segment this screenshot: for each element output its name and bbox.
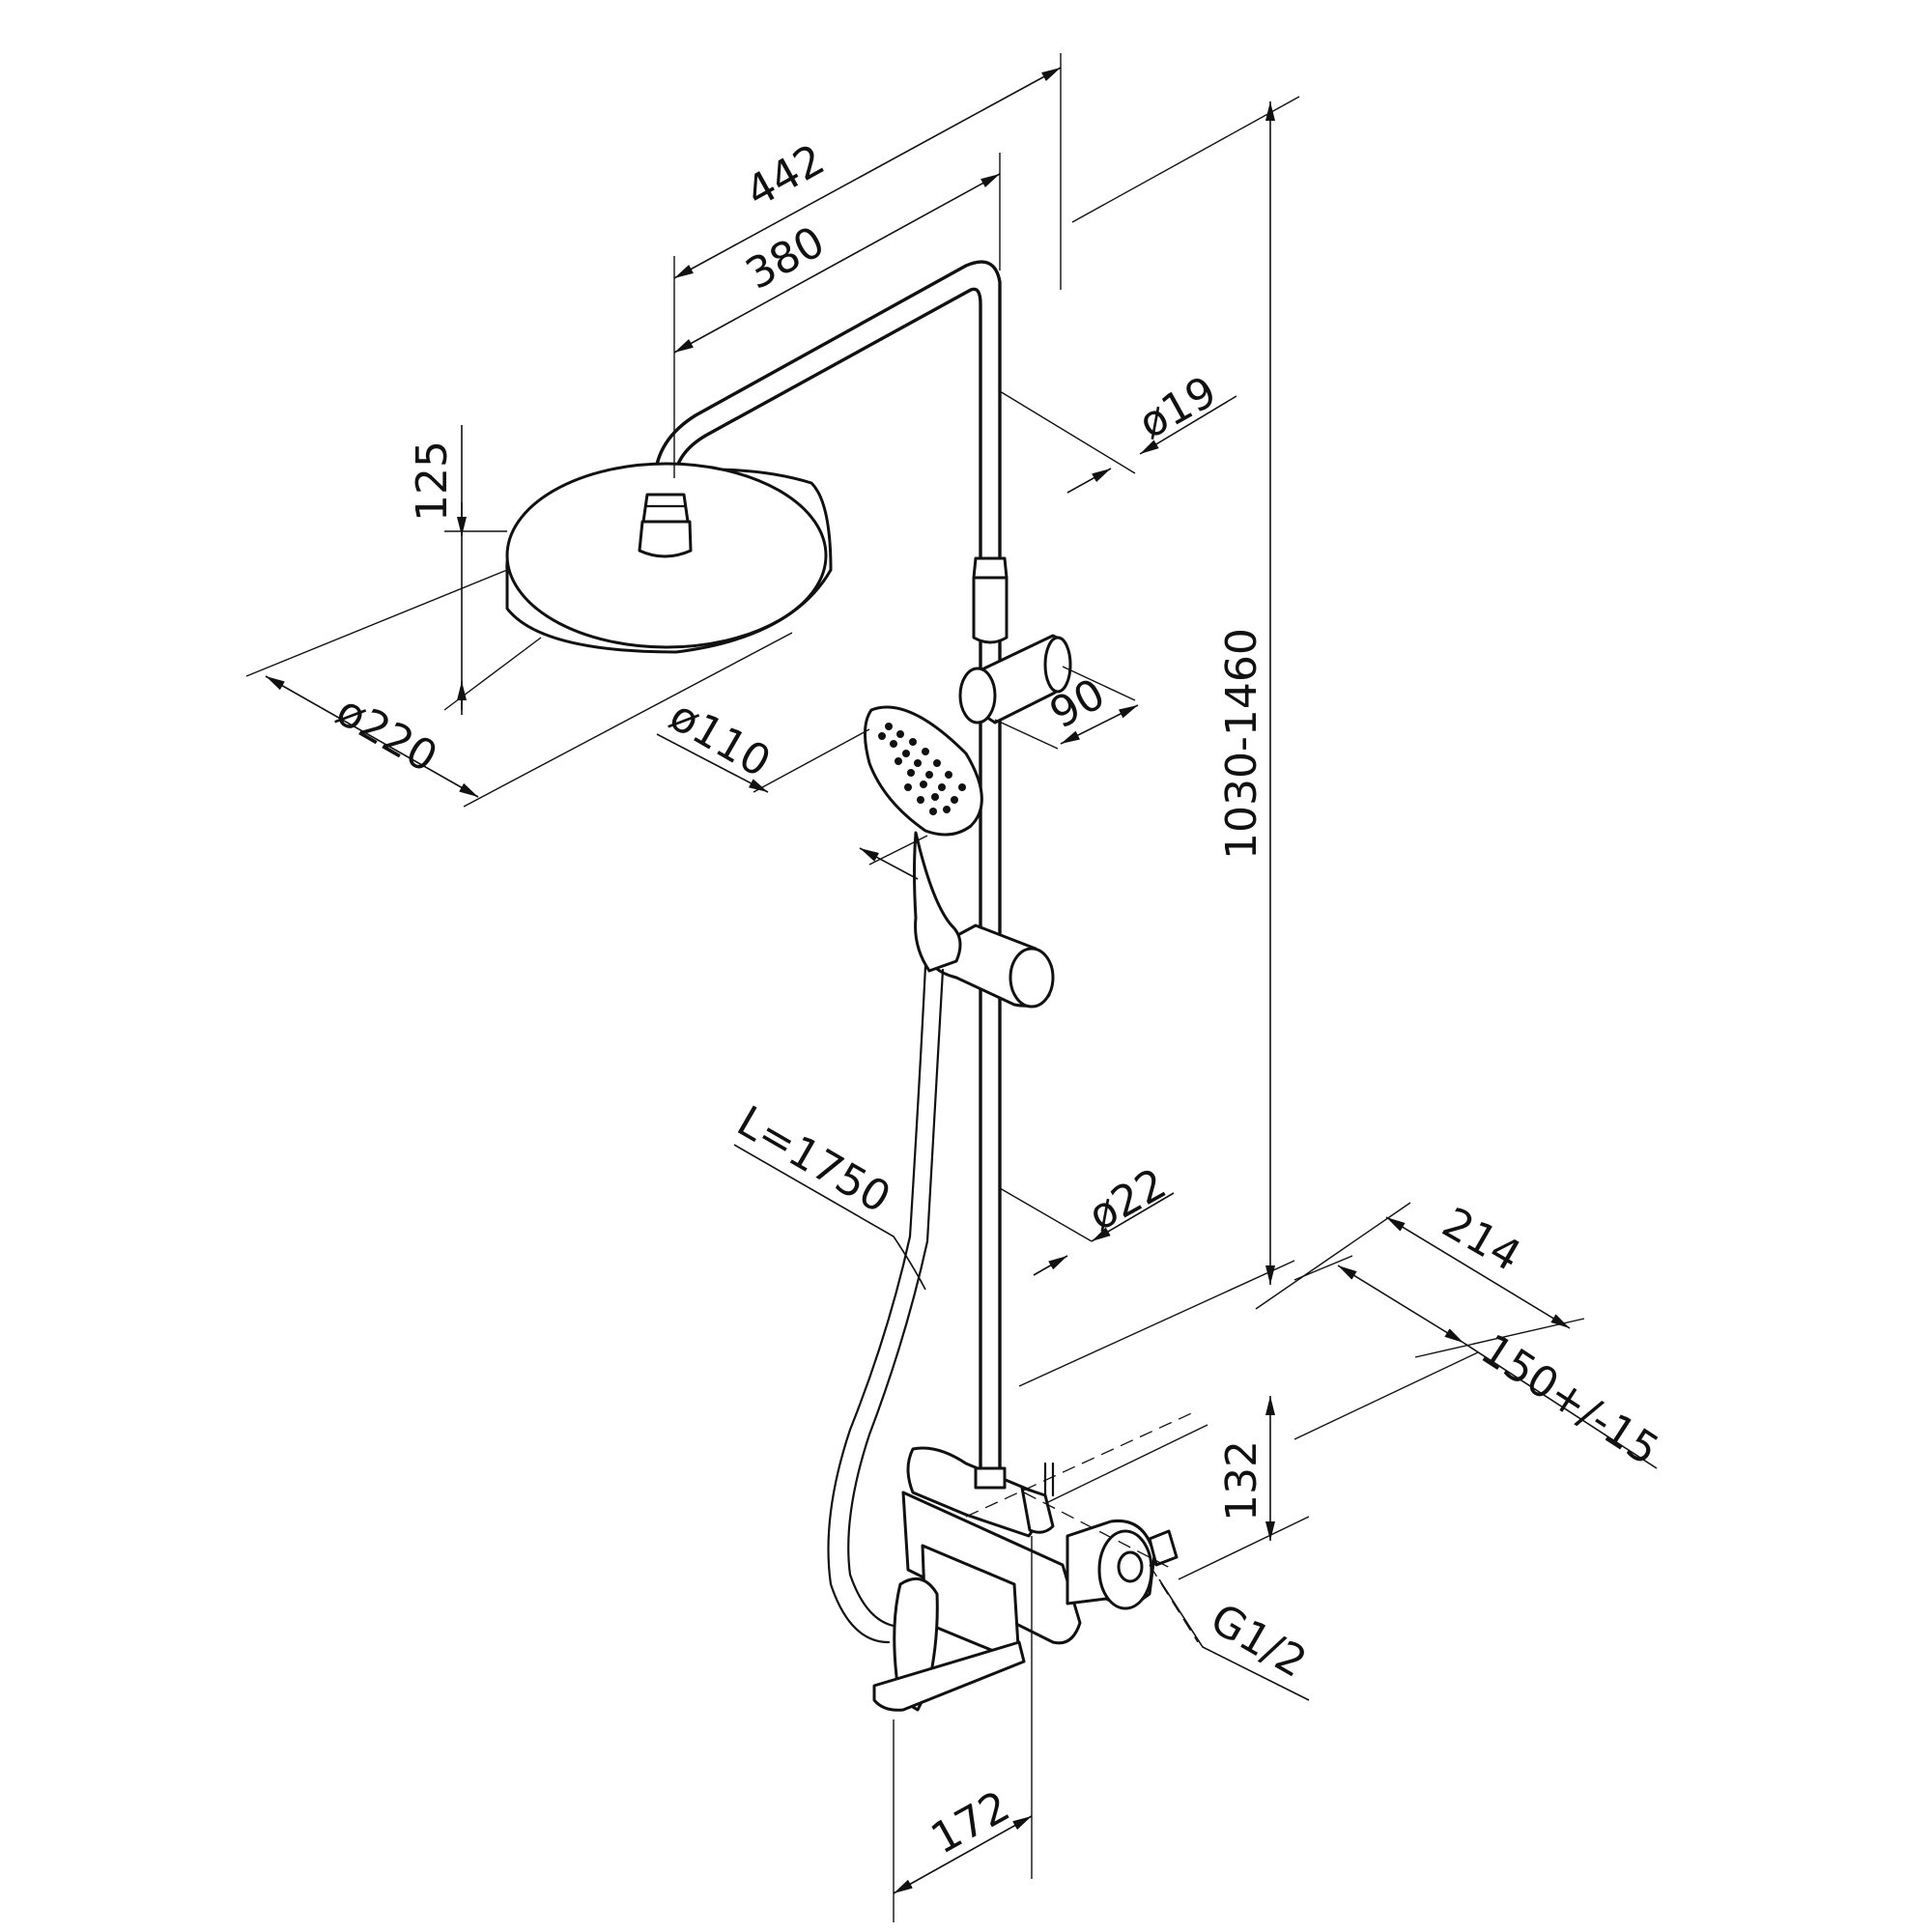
dim-total-height: 1030-1460 [1217, 628, 1266, 860]
dim-arm-inner: 380 [738, 217, 833, 299]
dim-pipe-lower-diameter: ø22 [1081, 1159, 1175, 1241]
dim-pipe-upper-diameter: ø19 [1131, 367, 1225, 449]
shower-hose [827, 964, 927, 1644]
nozzle-pattern-icon [878, 723, 966, 815]
bath-spout [872, 1640, 1026, 1712]
rain-shower-head [505, 462, 833, 654]
dim-head-height: 125 [408, 440, 457, 522]
slide-holder [958, 634, 1072, 724]
dim-mixer-height: 132 [1217, 1440, 1266, 1521]
dim-hose-length: L=1750 [729, 1096, 899, 1223]
pipe-coupling [972, 556, 1009, 580]
dim-inlet-spacing: 150+/-15 [1472, 1324, 1667, 1475]
inlet-eccentric [1065, 1519, 1179, 1610]
dim-spout-offset: 172 [923, 1781, 1018, 1863]
shower-column [505, 260, 1179, 1712]
dim-thread: G1/2 [1203, 1594, 1315, 1688]
dim-hand-shower-diameter: ø110 [662, 691, 780, 787]
hand-shower [864, 705, 983, 973]
dim-arm-outer: 442 [738, 135, 833, 217]
dim-head-diameter: ø220 [328, 686, 446, 782]
dim-wall-depth: 214 [1435, 1198, 1529, 1281]
dimension-lines [245, 53, 1658, 1922]
